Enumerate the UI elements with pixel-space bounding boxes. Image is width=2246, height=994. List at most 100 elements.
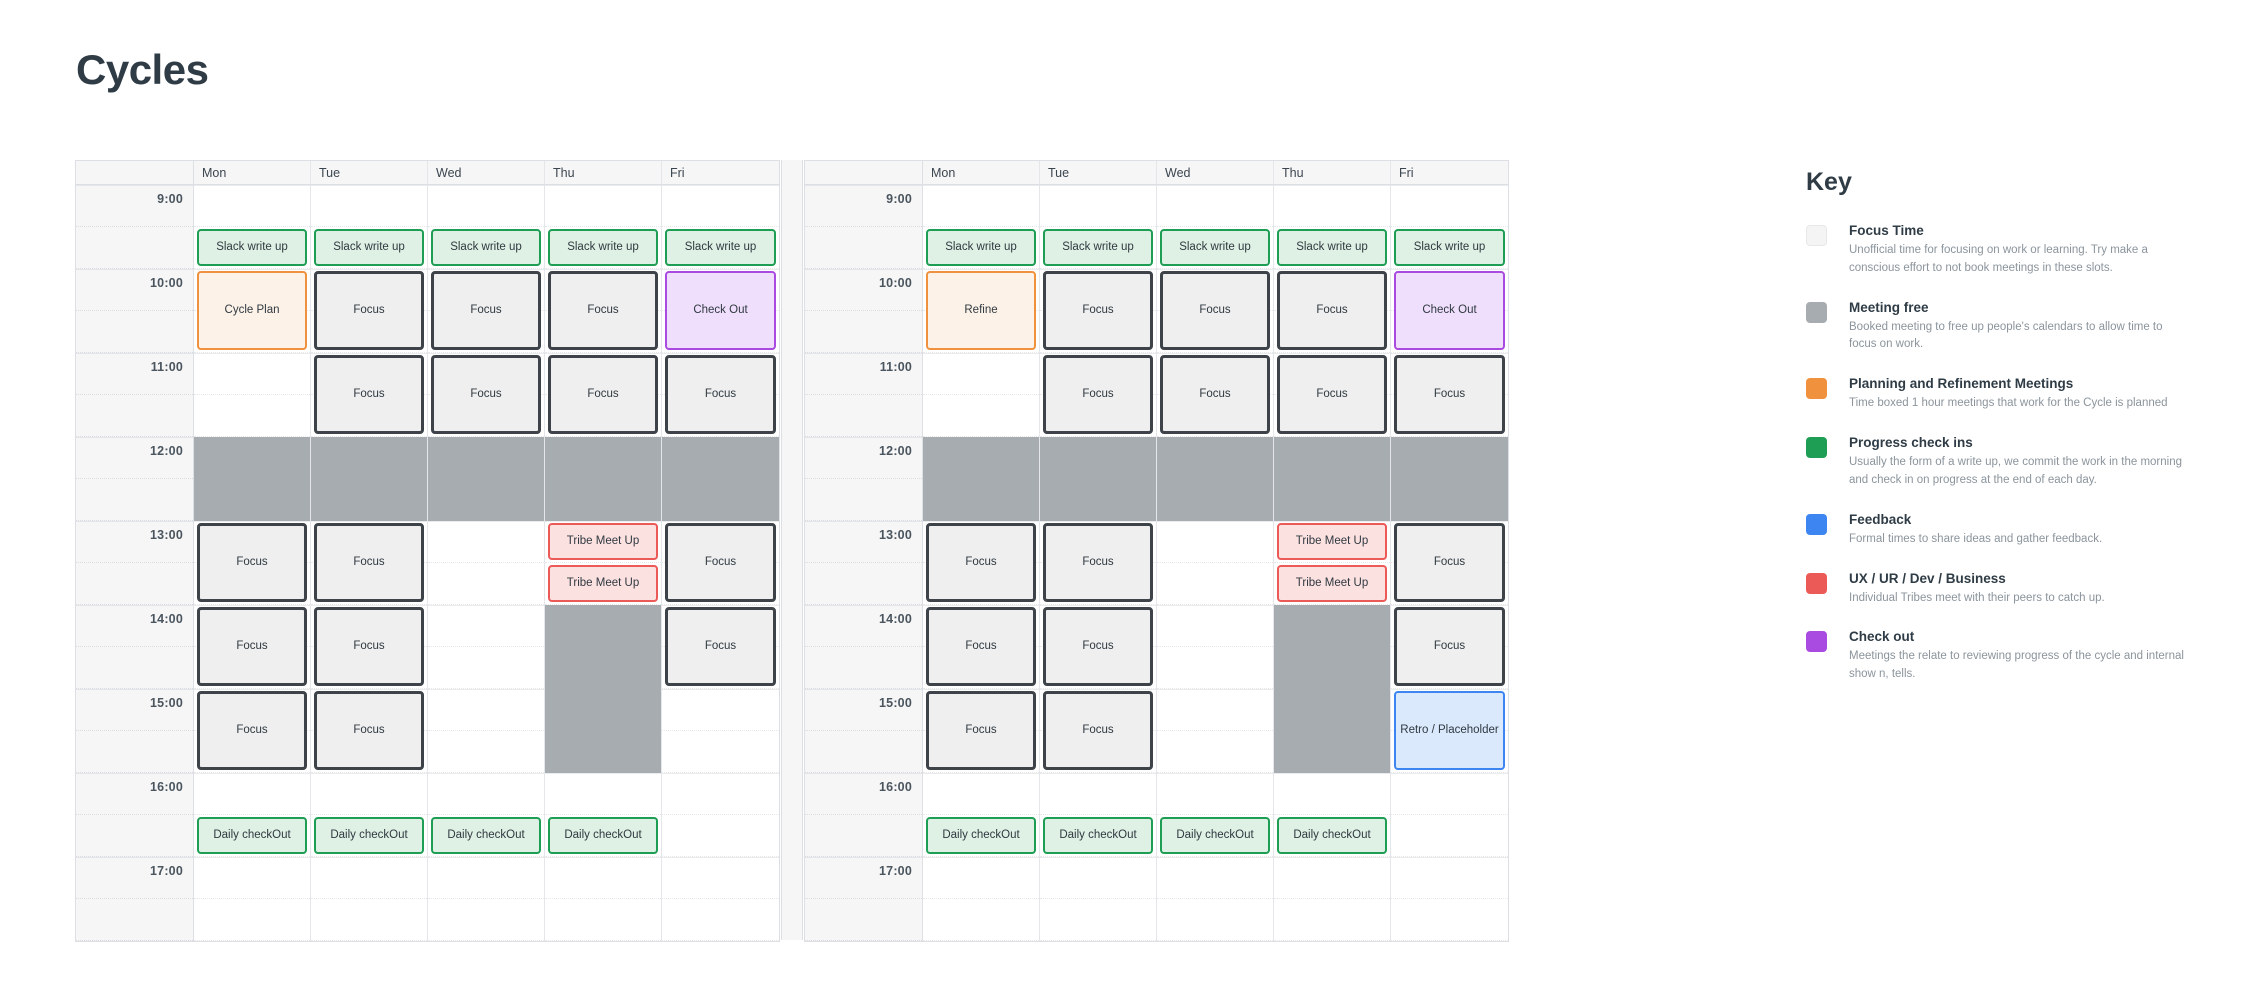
calendar-slot[interactable] — [662, 311, 779, 353]
calendar-slot[interactable] — [1274, 395, 1390, 437]
calendar-slot[interactable] — [1274, 227, 1390, 269]
calendar-event[interactable]: Focus — [314, 271, 424, 350]
calendar-event[interactable]: Tribe Meet Up — [1277, 565, 1387, 602]
calendar-slot[interactable] — [311, 857, 427, 899]
calendar-slot[interactable] — [662, 857, 779, 899]
calendar-event[interactable]: Slack write up — [926, 229, 1036, 266]
calendar-event[interactable]: Focus — [926, 691, 1036, 770]
calendar-slot[interactable] — [1157, 311, 1273, 353]
calendar-slot[interactable] — [194, 227, 310, 269]
calendar-event[interactable]: Focus — [431, 355, 541, 434]
calendar-slot[interactable] — [662, 395, 779, 437]
calendar-event[interactable]: Tribe Meet Up — [548, 565, 658, 602]
calendar-event[interactable]: Daily checkOut — [197, 817, 307, 854]
calendar-slot[interactable] — [662, 899, 779, 941]
calendar-slot[interactable] — [662, 689, 779, 731]
calendar-event[interactable]: Retro / Placeholder — [1394, 691, 1505, 770]
calendar-slot[interactable] — [1157, 815, 1273, 857]
calendar-slot[interactable] — [1391, 185, 1508, 227]
calendar-slot[interactable] — [545, 395, 661, 437]
calendar-slot[interactable] — [923, 731, 1039, 773]
calendar-slot[interactable] — [923, 395, 1039, 437]
calendar-slot[interactable] — [428, 563, 544, 605]
calendar-slot[interactable] — [1157, 605, 1273, 647]
calendar-slot[interactable] — [1157, 227, 1273, 269]
calendar-slot[interactable] — [194, 563, 310, 605]
calendar-slot[interactable] — [545, 899, 661, 941]
calendar-event[interactable]: Focus — [314, 691, 424, 770]
calendar-event[interactable]: Focus — [197, 607, 307, 686]
calendar-slot[interactable] — [1040, 185, 1156, 227]
calendar-event[interactable]: Refine — [926, 271, 1036, 350]
calendar-slot[interactable] — [1040, 731, 1156, 773]
calendar-slot[interactable] — [428, 521, 544, 563]
calendar-slot[interactable] — [1274, 857, 1390, 899]
calendar-slot[interactable] — [1040, 563, 1156, 605]
calendar-slot[interactable] — [428, 605, 544, 647]
calendar-event[interactable]: Focus — [665, 607, 776, 686]
calendar-event[interactable]: Slack write up — [314, 229, 424, 266]
calendar-event[interactable]: Focus — [431, 271, 541, 350]
calendar-event[interactable]: Focus — [197, 691, 307, 770]
calendar-slot[interactable] — [311, 227, 427, 269]
calendar-event[interactable]: Focus — [1043, 523, 1153, 602]
calendar-slot[interactable] — [194, 857, 310, 899]
calendar-slot[interactable] — [923, 185, 1039, 227]
calendar-slot[interactable] — [1157, 563, 1273, 605]
calendar-slot[interactable] — [311, 311, 427, 353]
calendar-event[interactable]: Focus — [1043, 271, 1153, 350]
calendar-event[interactable]: Focus — [1043, 607, 1153, 686]
calendar-slot[interactable] — [311, 395, 427, 437]
calendar-slot[interactable] — [311, 815, 427, 857]
calendar-slot[interactable] — [194, 647, 310, 689]
calendar-slot[interactable] — [662, 731, 779, 773]
calendar-slot[interactable] — [1391, 563, 1508, 605]
calendar-slot[interactable] — [1391, 815, 1508, 857]
calendar-slot[interactable] — [428, 815, 544, 857]
calendar-event[interactable]: Check Out — [1394, 271, 1505, 350]
calendar-event[interactable]: Focus — [548, 271, 658, 350]
calendar-slot[interactable] — [1274, 899, 1390, 941]
calendar-slot[interactable] — [662, 563, 779, 605]
calendar-slot[interactable] — [1391, 899, 1508, 941]
calendar-event[interactable]: Slack write up — [431, 229, 541, 266]
calendar-event[interactable]: Daily checkOut — [548, 817, 658, 854]
calendar-slot[interactable] — [923, 353, 1039, 395]
calendar-event[interactable]: Daily checkOut — [314, 817, 424, 854]
calendar-slot[interactable] — [923, 311, 1039, 353]
calendar-event[interactable]: Cycle Plan — [197, 271, 307, 350]
calendar-event[interactable]: Slack write up — [665, 229, 776, 266]
calendar-slot[interactable] — [1157, 773, 1273, 815]
calendar-event[interactable]: Tribe Meet Up — [1277, 523, 1387, 560]
calendar-slot[interactable] — [923, 815, 1039, 857]
calendar-slot[interactable] — [545, 521, 661, 563]
calendar-event[interactable]: Focus — [665, 355, 776, 434]
calendar-slot[interactable] — [1040, 227, 1156, 269]
calendar-slot[interactable] — [194, 311, 310, 353]
calendar-slot[interactable] — [923, 773, 1039, 815]
calendar-slot[interactable] — [1391, 311, 1508, 353]
calendar-slot[interactable] — [1274, 185, 1390, 227]
calendar-slot[interactable] — [311, 185, 427, 227]
calendar-slot[interactable] — [194, 731, 310, 773]
calendar-event[interactable]: Tribe Meet Up — [548, 523, 658, 560]
calendar-slot[interactable] — [194, 185, 310, 227]
calendar-slot[interactable] — [545, 185, 661, 227]
calendar-event[interactable]: Slack write up — [1043, 229, 1153, 266]
calendar-slot[interactable] — [194, 773, 310, 815]
calendar-slot[interactable] — [662, 185, 779, 227]
calendar-slot[interactable] — [1157, 395, 1273, 437]
calendar-slot[interactable] — [194, 395, 310, 437]
calendar-slot[interactable] — [545, 227, 661, 269]
calendar-event[interactable]: Slack write up — [548, 229, 658, 266]
calendar-slot[interactable] — [1391, 731, 1508, 773]
calendar-slot[interactable] — [428, 731, 544, 773]
calendar-slot[interactable] — [923, 647, 1039, 689]
calendar-slot[interactable] — [662, 647, 779, 689]
calendar-slot[interactable] — [311, 563, 427, 605]
